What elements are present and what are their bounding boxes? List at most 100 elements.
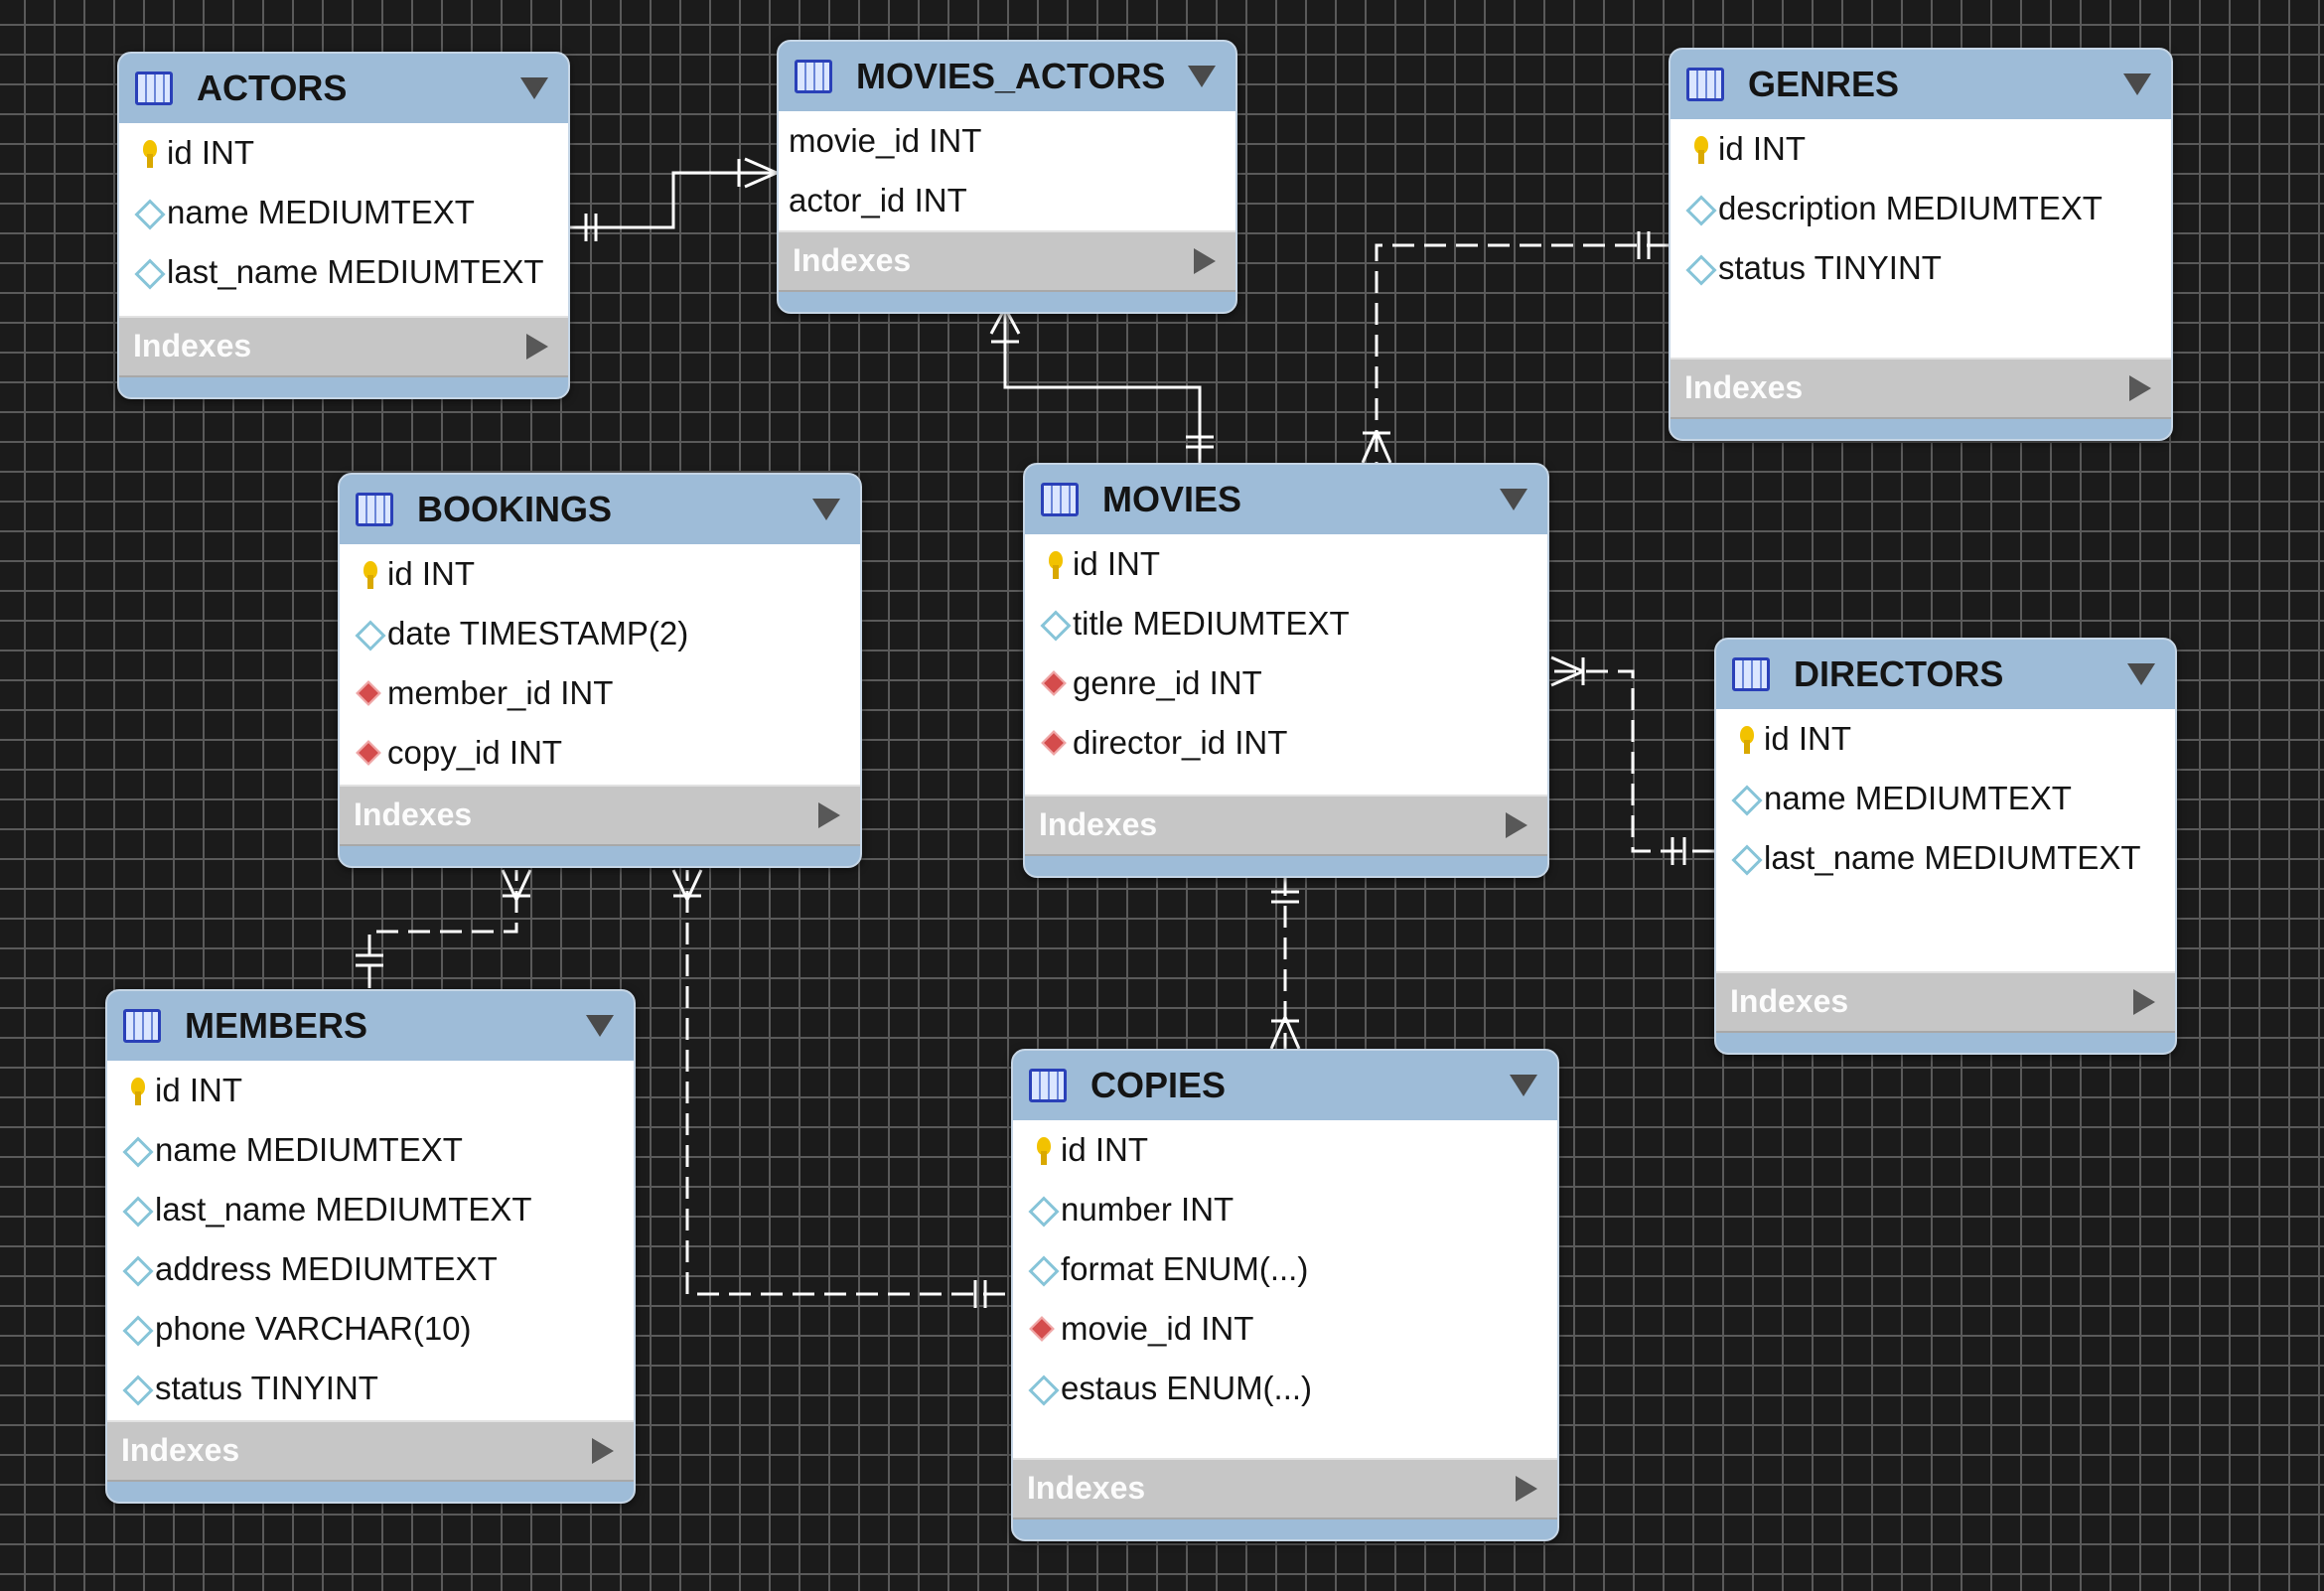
table-row[interactable]: copy_id INT xyxy=(340,723,860,783)
table-row[interactable]: phone VARCHAR(10) xyxy=(107,1299,634,1359)
table-actors[interactable]: ACTORS id INT name MEDIUMTEXT last_name … xyxy=(117,52,570,399)
table-header[interactable]: COPIES xyxy=(1013,1051,1557,1120)
table-row[interactable]: genre_id INT xyxy=(1025,653,1547,713)
column-name: id INT xyxy=(387,555,476,592)
table-row[interactable]: movie_id INT xyxy=(779,111,1235,171)
table-header[interactable]: MOVIES xyxy=(1025,465,1547,534)
chevron-down-icon[interactable] xyxy=(812,499,840,520)
indexes-bar[interactable]: Indexes xyxy=(779,230,1235,292)
table-row[interactable]: description MEDIUMTEXT xyxy=(1670,179,2171,238)
column-name: copy_id INT xyxy=(387,734,563,771)
table-header[interactable]: BOOKINGS xyxy=(340,475,860,544)
expand-arrow-icon[interactable] xyxy=(1194,248,1216,274)
expand-arrow-icon[interactable] xyxy=(1516,1476,1537,1502)
table-bookings[interactable]: BOOKINGS id INT date TIMESTAMP(2) member… xyxy=(338,473,862,868)
table-row[interactable]: id INT xyxy=(1716,709,2175,769)
table-title: DIRECTORS xyxy=(1794,653,2004,694)
table-row[interactable]: format ENUM(...) xyxy=(1013,1239,1557,1299)
attribute-diamond-icon xyxy=(1027,1374,1057,1403)
table-row[interactable]: movie_id INT xyxy=(1013,1299,1557,1359)
column-name: status TINYINT xyxy=(1718,249,1942,286)
expand-arrow-icon[interactable] xyxy=(1506,812,1527,838)
expand-arrow-icon[interactable] xyxy=(526,334,548,360)
column-name: name MEDIUMTEXT xyxy=(1764,780,2072,816)
column-name: id INT xyxy=(1061,1131,1149,1168)
table-row[interactable]: id INT xyxy=(107,1061,634,1120)
table-directors[interactable]: DIRECTORS id INT name MEDIUMTEXT last_na… xyxy=(1714,638,2177,1055)
relationship-actors-movies-actors xyxy=(570,157,778,241)
table-title: MOVIES xyxy=(1102,479,1242,519)
table-row[interactable]: title MEDIUMTEXT xyxy=(1025,594,1547,653)
indexes-label: Indexes xyxy=(1730,983,1849,1019)
attribute-diamond-icon xyxy=(133,257,163,287)
expand-arrow-icon[interactable] xyxy=(2129,375,2151,401)
attribute-diamond-icon xyxy=(1027,1195,1057,1225)
relationship-members-bookings-line xyxy=(367,870,518,988)
table-row[interactable]: name MEDIUMTEXT xyxy=(119,183,568,242)
indexes-bar[interactable]: Indexes xyxy=(1670,358,2171,419)
chevron-down-icon[interactable] xyxy=(2127,663,2155,685)
column-name: id INT xyxy=(1764,720,1852,757)
table-row[interactable]: status TINYINT xyxy=(1670,238,2171,298)
indexes-bar[interactable]: Indexes xyxy=(1013,1458,1557,1519)
attribute-diamond-icon xyxy=(1684,194,1714,223)
relationship-genres-movies-line xyxy=(1375,243,1669,463)
table-members[interactable]: MEMBERS id INT name MEDIUMTEXT last_name… xyxy=(105,989,636,1504)
chevron-down-icon[interactable] xyxy=(1188,66,1216,87)
attribute-diamond-icon xyxy=(1730,843,1760,873)
indexes-bar[interactable]: Indexes xyxy=(1716,971,2175,1033)
table-header[interactable]: GENRES xyxy=(1670,50,2171,119)
column-name: name MEDIUMTEXT xyxy=(167,194,475,230)
column-name: date TIMESTAMP(2) xyxy=(387,615,689,651)
attribute-diamond-icon xyxy=(1730,784,1760,813)
table-row[interactable]: name MEDIUMTEXT xyxy=(107,1120,634,1180)
expand-arrow-icon[interactable] xyxy=(592,1438,614,1464)
table-columns: id INT description MEDIUMTEXT status TIN… xyxy=(1670,119,2171,358)
table-row[interactable]: last_name MEDIUMTEXT xyxy=(107,1180,634,1239)
attribute-diamond-icon xyxy=(121,1314,151,1344)
table-row[interactable]: last_name MEDIUMTEXT xyxy=(119,242,568,302)
expand-arrow-icon[interactable] xyxy=(2133,989,2155,1015)
table-row[interactable]: id INT xyxy=(340,544,860,604)
table-row[interactable]: date TIMESTAMP(2) xyxy=(340,604,860,663)
column-name: last_name MEDIUMTEXT xyxy=(1764,839,2141,876)
table-columns: id INT number INT format ENUM(...) movie… xyxy=(1013,1120,1557,1458)
table-header[interactable]: MOVIES_ACTORS xyxy=(779,42,1235,111)
indexes-bar[interactable]: Indexes xyxy=(119,316,568,377)
table-icon xyxy=(1732,657,1770,691)
relationship-copies-bookings-line xyxy=(685,870,1005,1296)
chevron-down-icon[interactable] xyxy=(586,1015,614,1037)
table-row[interactable]: address MEDIUMTEXT xyxy=(107,1239,634,1299)
table-header[interactable]: MEMBERS xyxy=(107,991,634,1061)
table-row[interactable]: id INT xyxy=(119,123,568,183)
chevron-down-icon[interactable] xyxy=(520,77,548,99)
table-header[interactable]: ACTORS xyxy=(119,54,568,123)
table-header[interactable]: DIRECTORS xyxy=(1716,640,2175,709)
indexes-bar[interactable]: Indexes xyxy=(340,785,860,846)
table-copies[interactable]: COPIES id INT number INT format ENUM(...… xyxy=(1011,1049,1559,1541)
table-row[interactable]: actor_id INT xyxy=(779,171,1235,230)
table-row[interactable]: name MEDIUMTEXT xyxy=(1716,769,2175,828)
chevron-down-icon[interactable] xyxy=(1510,1075,1537,1096)
table-row[interactable]: status TINYINT xyxy=(107,1359,634,1418)
table-icon xyxy=(135,72,173,105)
table-genres[interactable]: GENRES id INT description MEDIUMTEXT sta… xyxy=(1669,48,2173,441)
table-row[interactable]: number INT xyxy=(1013,1180,1557,1239)
table-row[interactable]: id INT xyxy=(1025,534,1547,594)
table-movies-actors[interactable]: MOVIES_ACTORS movie_id INT actor_id INT … xyxy=(777,40,1237,314)
indexes-bar[interactable]: Indexes xyxy=(107,1420,634,1482)
table-columns: id INT name MEDIUMTEXT last_name MEDIUMT… xyxy=(107,1061,634,1420)
table-row[interactable]: director_id INT xyxy=(1025,713,1547,773)
table-row[interactable]: member_id INT xyxy=(340,663,860,723)
table-row[interactable]: estaus ENUM(...) xyxy=(1013,1359,1557,1418)
table-movies[interactable]: MOVIES id INT title MEDIUMTEXT genre_id … xyxy=(1023,463,1549,878)
indexes-bar[interactable]: Indexes xyxy=(1025,795,1547,856)
chevron-down-icon[interactable] xyxy=(1500,489,1527,510)
table-row[interactable]: id INT xyxy=(1670,119,2171,179)
table-row[interactable]: last_name MEDIUMTEXT xyxy=(1716,828,2175,888)
chevron-down-icon[interactable] xyxy=(2123,73,2151,95)
table-row[interactable]: id INT xyxy=(1013,1120,1557,1180)
column-name: name MEDIUMTEXT xyxy=(155,1131,463,1168)
expand-arrow-icon[interactable] xyxy=(818,802,840,828)
